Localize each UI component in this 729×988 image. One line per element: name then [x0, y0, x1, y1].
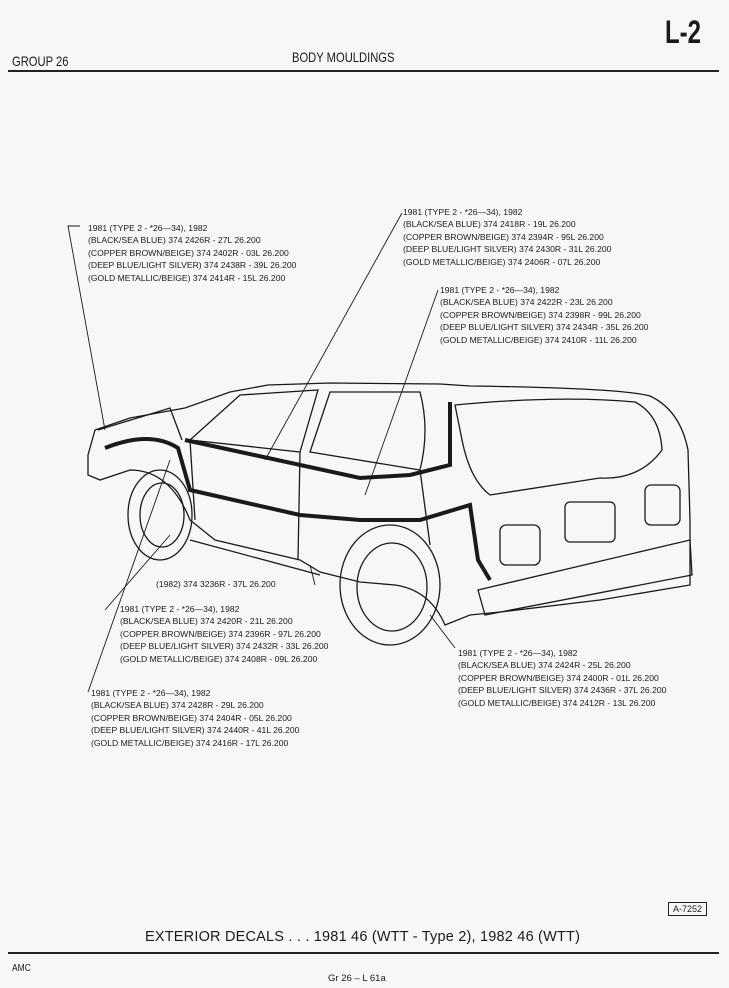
car-body-outline — [87, 382, 691, 626]
part-line: (DEEP BLUE/LIGHT SILVER) 374 2430R - 31L… — [403, 244, 612, 255]
callout-heading: 1981 (TYPE 2 - *26—34), 1982 — [440, 285, 560, 295]
tail-light-left — [499, 524, 541, 566]
part-line: (BLACK/SEA BLUE) 374 2424R - 25L 26.200 — [458, 660, 631, 671]
callout-rear-lower: 1981 (TYPE 2 - *26—34), 1982 (BLACK/SEA … — [458, 647, 666, 709]
part-line: (GOLD METALLIC/BEIGE) 374 2410R - 11L 26… — [440, 334, 637, 345]
rear-window — [454, 398, 663, 496]
part-line: (COPPER BROWN/BEIGE) 374 2394R - 95L 26.… — [403, 231, 604, 242]
footer-divider — [8, 952, 719, 954]
callout-heading: 1981 (TYPE 2 - *26—34), 1982 — [120, 604, 240, 614]
rear-bumper — [477, 539, 693, 616]
tail-light-right — [644, 484, 681, 526]
part-line: (DEEP BLUE/LIGHT SILVER) 374 2440R - 41L… — [91, 725, 300, 736]
group-label: GROUP 26 — [12, 53, 69, 69]
part-line: (BLACK/SEA BLUE) 374 2426R - 27L 26.200 — [88, 235, 261, 246]
callout-heading: 1981 (TYPE 2 - *26—34), 1982 — [403, 207, 523, 217]
part-line: (COPPER BROWN/BEIGE) 374 2400R - 01L 26.… — [458, 672, 659, 683]
callout-front-door: 1981 (TYPE 2 - *26—34), 1982 (BLACK/SEA … — [403, 206, 611, 268]
part-line: (DEEP BLUE/LIGHT SILVER) 374 2434R - 35L… — [440, 322, 649, 333]
part-line: (GOLD METALLIC/BEIGE) 374 2408R - 09L 26… — [120, 653, 318, 664]
moulding-stripe — [104, 437, 492, 582]
moulding-stripe-upper — [184, 402, 452, 481]
part-line: (GOLD METALLIC/BEIGE) 374 2414R - 15L 26… — [88, 272, 286, 283]
part-line: (COPPER BROWN/BEIGE) 374 2398R - 99L 26.… — [440, 309, 641, 320]
part-line: (GOLD METALLIC/BEIGE) 374 2416R - 17L 26… — [91, 737, 289, 748]
callout-rocker: (1982) 374 3236R - 37L 26.200 — [156, 578, 276, 590]
callout-heading: 1981 (TYPE 2 - *26—34), 1982 — [91, 688, 211, 698]
callout-lower-door: 1981 (TYPE 2 - *26—34), 1982 (BLACK/SEA … — [120, 603, 328, 665]
part-line: (BLACK/SEA BLUE) 374 2422R - 23L 26.200 — [440, 297, 613, 308]
part-line: (GOLD METALLIC/BEIGE) 374 2412R - 13L 26… — [458, 697, 656, 708]
callout-front-fender: 1981 (TYPE 2 - *26—34), 1982 (BLACK/SEA … — [88, 222, 296, 284]
part-line: (COPPER BROWN/BEIGE) 374 2396R - 97L 26.… — [120, 628, 321, 639]
front-wheel — [127, 469, 193, 561]
part-line: (COPPER BROWN/BEIGE) 374 2402R - 03L 26.… — [88, 247, 289, 258]
page-code: L-2 — [665, 14, 701, 50]
page-title: BODY MOULDINGS — [292, 49, 395, 65]
illustration-ref: A-7252 — [668, 902, 708, 916]
part-line: (DEEP BLUE/LIGHT SILVER) 374 2438R - 39L… — [88, 260, 297, 271]
page-reference: Gr 26 – L 61a — [328, 973, 386, 984]
part-line: (DEEP BLUE/LIGHT SILVER) 374 2436R - 37L… — [458, 685, 667, 696]
part-line: (BLACK/SEA BLUE) 374 2418R - 19L 26.200 — [403, 219, 576, 230]
side-window-front — [188, 389, 319, 453]
callout-rear-quarter: 1981 (TYPE 2 - *26—34), 1982 (BLACK/SEA … — [440, 284, 648, 346]
license-plate — [564, 501, 616, 543]
header-divider — [8, 70, 719, 72]
part-line: (BLACK/SEA BLUE) 374 2420R - 21L 26.200 — [120, 616, 293, 627]
part-line: (1982) 374 3236R - 37L 26.200 — [156, 579, 276, 589]
callout-lower-front: 1981 (TYPE 2 - *26—34), 1982 (BLACK/SEA … — [91, 687, 299, 749]
footer-title: EXTERIOR DECALS . . . 1981 46 (WTT - Typ… — [145, 929, 581, 945]
side-window-rear — [309, 391, 426, 471]
rear-wheel — [339, 524, 441, 646]
part-line: (BLACK/SEA BLUE) 374 2428R - 29L 26.200 — [91, 700, 264, 711]
callout-heading: 1981 (TYPE 2 - *26—34), 1982 — [88, 223, 208, 233]
publisher: AMC — [12, 963, 31, 974]
part-line: (DEEP BLUE/LIGHT SILVER) 374 2432R - 33L… — [120, 641, 329, 652]
part-line: (GOLD METALLIC/BEIGE) 374 2406R - 07L 26… — [403, 256, 601, 267]
callout-heading: 1981 (TYPE 2 - *26—34), 1982 — [458, 648, 578, 658]
part-line: (COPPER BROWN/BEIGE) 374 2404R - 05L 26.… — [91, 712, 292, 723]
